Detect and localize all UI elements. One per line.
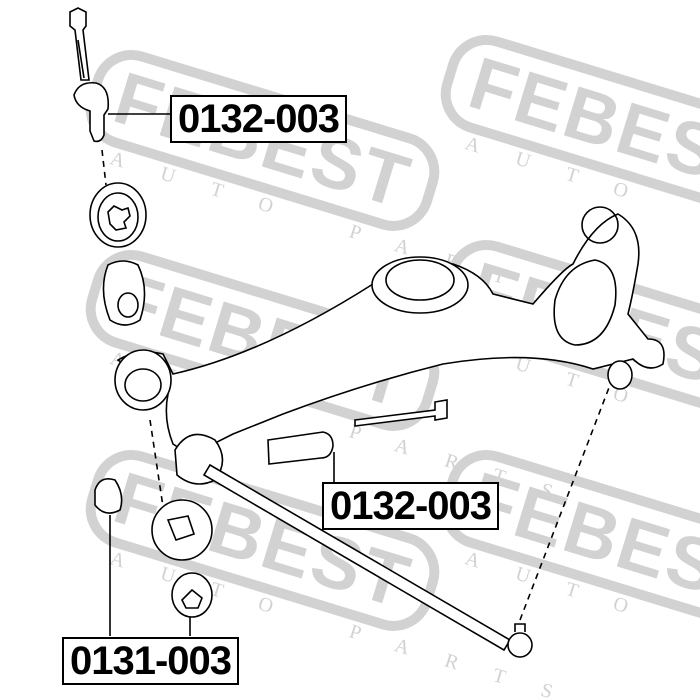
lower-control-arm <box>114 206 665 453</box>
top-bolt <box>69 7 90 81</box>
callout-part-number-top: 0132-003 <box>170 95 348 143</box>
toe-link-rod <box>149 384 611 658</box>
long-bolt <box>354 399 448 427</box>
bushing-lower-parts <box>94 477 213 636</box>
callout-part-number-middle: 0132-003 <box>322 482 500 530</box>
eccentric-bolt-mid <box>267 431 335 485</box>
cam-washer <box>89 182 147 248</box>
eccentric-bolt-top <box>73 81 172 186</box>
bushing-upper <box>102 260 146 326</box>
callout-part-number-bottom: 0131-003 <box>62 637 240 685</box>
